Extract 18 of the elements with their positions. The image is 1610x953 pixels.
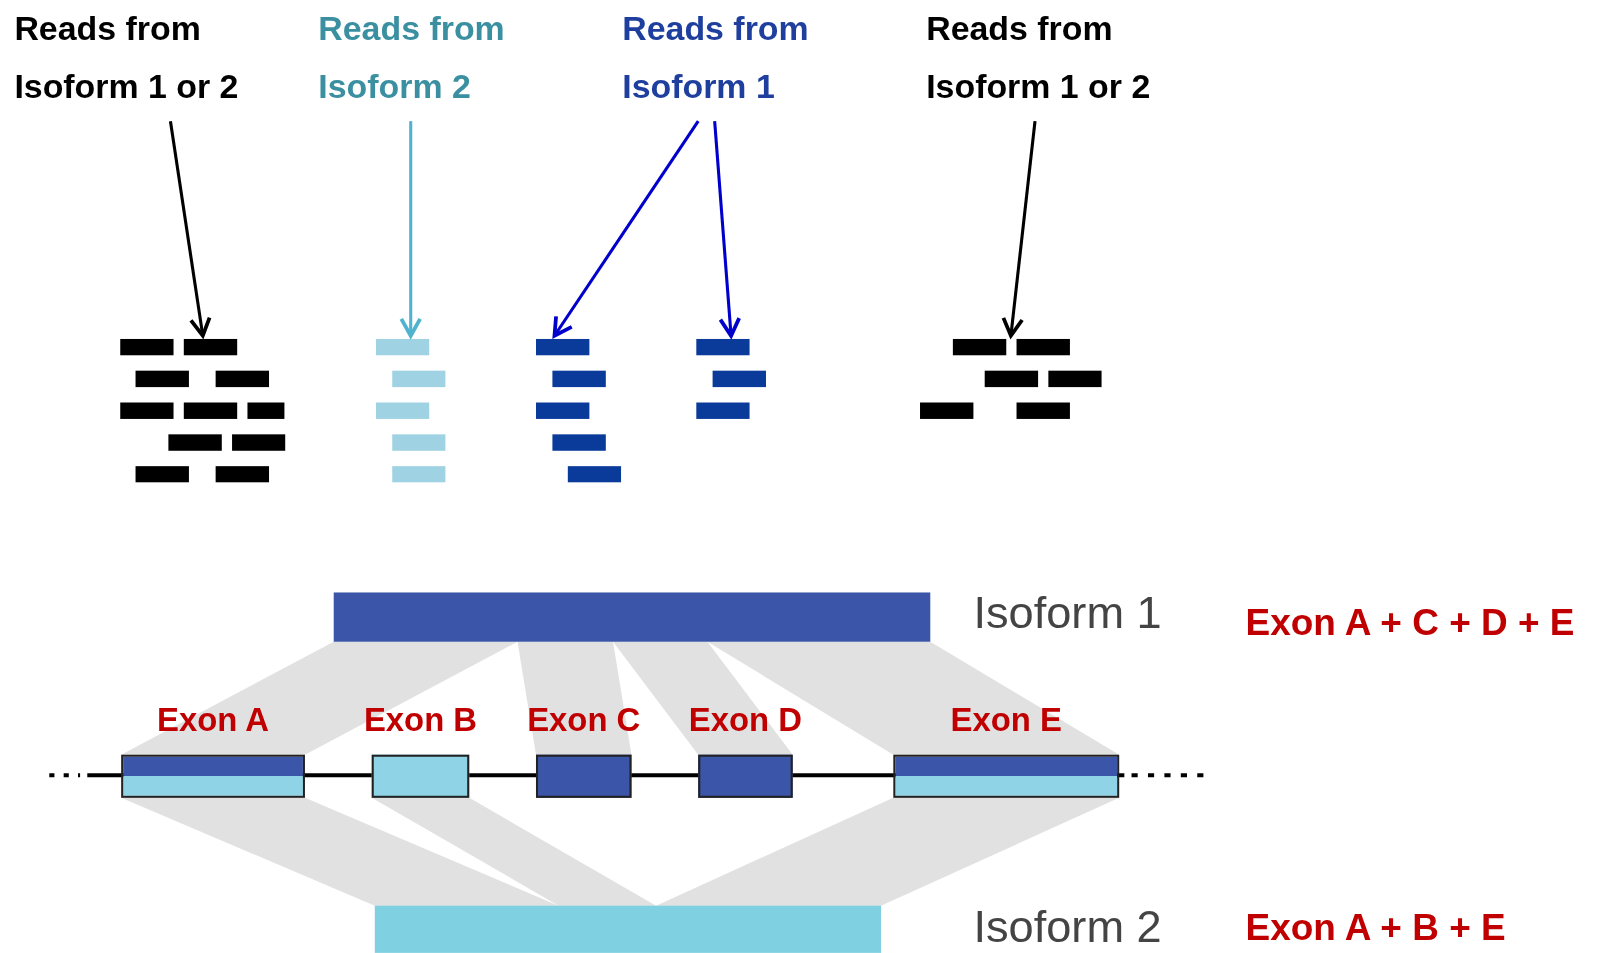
heading-text: Reads from Isoform 1 or 2 xyxy=(14,0,307,115)
exon-label: Exon D xyxy=(688,701,803,740)
exon-label: Exon B xyxy=(363,701,478,740)
arrow xyxy=(1001,121,1037,338)
heading-text: Reads from Isoform 2 xyxy=(318,0,611,115)
exon-label: Exon E xyxy=(950,701,1062,740)
exon-label: Exon C xyxy=(527,701,641,740)
heading-text: Reads from Isoform 1 xyxy=(622,0,915,115)
formula-text: Exon A + B + E xyxy=(1245,905,1506,949)
arrow xyxy=(713,121,742,338)
isoform-label: Isoform 1 xyxy=(973,587,1162,639)
arrow xyxy=(552,120,700,338)
heading-text: Reads from Isoform 1 or 2 xyxy=(926,0,1219,115)
exon-label: Exon A xyxy=(157,701,270,740)
formula-text: Exon A + C + D + E xyxy=(1245,600,1575,644)
arrow xyxy=(399,121,422,338)
isoform-label: Isoform 2 xyxy=(973,900,1162,952)
arrow xyxy=(168,120,212,338)
